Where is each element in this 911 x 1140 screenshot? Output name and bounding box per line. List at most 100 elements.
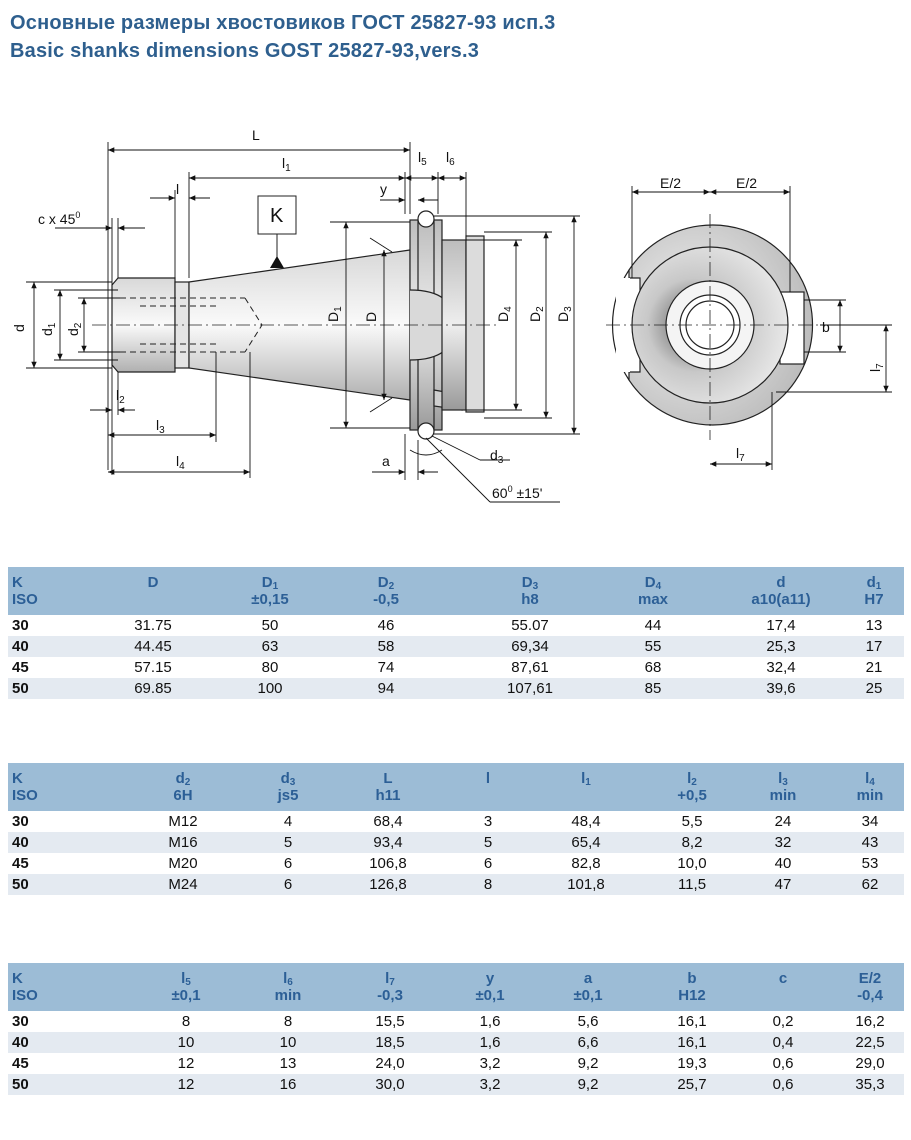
label-D2: D2: [527, 306, 546, 322]
table-cell: 30,0: [375, 1076, 405, 1093]
label-l7-horizontal: l7: [736, 445, 745, 464]
table-cell: 6: [283, 855, 293, 872]
table-cell: 68,4: [373, 813, 403, 830]
table-cell: M16: [168, 834, 198, 851]
label-angle: 600 ±15': [492, 484, 542, 501]
table-cell: 126,8: [369, 876, 407, 893]
column-header: y±0,1: [475, 970, 505, 1004]
label-l2: l2: [116, 387, 125, 406]
table-cell: 8: [283, 1013, 293, 1030]
table-cell: 6,6: [577, 1034, 599, 1051]
row-key: 50: [12, 1076, 29, 1093]
table-cell: 0,2: [772, 1013, 794, 1030]
table-cell: 55.07: [511, 617, 549, 634]
front-view: [606, 214, 820, 440]
table-cell: 50: [261, 617, 279, 634]
table-cell: 39,6: [766, 680, 796, 697]
label-l3: l3: [156, 417, 165, 436]
table-cell: M24: [168, 876, 198, 893]
row-key: 40: [12, 1034, 29, 1051]
table-cell: 69,34: [511, 638, 549, 655]
label-L: L: [252, 127, 260, 143]
table-cell: 16: [279, 1076, 297, 1093]
table-cell: 3: [483, 813, 493, 830]
table-cell: 16,1: [677, 1013, 707, 1030]
label-d: d: [11, 324, 27, 332]
title-english: Basic shanks dimensions GOST 25827-93,ve…: [10, 40, 480, 62]
table-cell: 101,8: [567, 876, 605, 893]
table-cell: 35,3: [855, 1076, 885, 1093]
table-cell: 25,3: [766, 638, 796, 655]
label-l5: l5: [418, 149, 427, 168]
column-header: l1: [581, 770, 591, 788]
table-cell: 100: [257, 680, 283, 697]
table-cell: 53: [861, 855, 879, 872]
table-cell: 17: [865, 638, 883, 655]
table-cell: 8: [181, 1013, 191, 1030]
table-cell: M20: [168, 855, 198, 872]
row-key: 50: [12, 876, 29, 893]
table-cell: 8: [483, 876, 493, 893]
table-cell: 22,5: [855, 1034, 885, 1051]
table-cell: 44: [644, 617, 662, 634]
table-cell: 12: [177, 1076, 195, 1093]
table-cell: 18,5: [375, 1034, 405, 1051]
title-russian: Основные размеры хвостовиков ГОСТ 25827-…: [10, 12, 556, 34]
table-cell: 5,6: [577, 1013, 599, 1030]
label-D4: D4: [495, 306, 514, 322]
table-cell: 15,5: [375, 1013, 405, 1030]
row-key: 50: [12, 680, 29, 697]
label-D1: D1: [325, 306, 344, 322]
table-cell: 43: [861, 834, 879, 851]
table-cell: 48,4: [571, 813, 601, 830]
label-d2: d2: [65, 322, 84, 336]
table-cell: 4: [283, 813, 293, 830]
table-cell: 24,0: [375, 1055, 405, 1072]
column-header: c: [778, 970, 788, 987]
column-header: D2-0,5: [373, 574, 399, 608]
label-chamfer: c x 450: [38, 210, 80, 227]
table-cell: 8,2: [681, 834, 703, 851]
table-cell: 9,2: [577, 1076, 599, 1093]
table-cell: 16,1: [677, 1034, 707, 1051]
label-l1: l1: [282, 155, 291, 174]
label-E2-right: E/2: [736, 175, 757, 191]
column-header: E/2-0,4: [857, 970, 883, 1004]
table-cell: 40: [774, 855, 792, 872]
table-cell: 31.75: [134, 617, 172, 634]
shank-technical-drawing: L l1 l l5 l6 y K c x 450 d d1 d2 D1 D D4…: [11, 127, 892, 503]
table-cell: 32,4: [766, 659, 796, 676]
row-key: 45: [12, 855, 29, 872]
table-cell: 24: [774, 813, 792, 830]
table-cell: 5,5: [681, 813, 703, 830]
table-cell: 19,3: [677, 1055, 707, 1072]
table-cell: 80: [261, 659, 279, 676]
label-D: D: [363, 312, 379, 322]
table-cell: M12: [168, 813, 198, 830]
table-cell: 85: [644, 680, 662, 697]
table-cell: 5: [283, 834, 293, 851]
table-cell: 10: [279, 1034, 297, 1051]
label-b: b: [822, 319, 830, 335]
